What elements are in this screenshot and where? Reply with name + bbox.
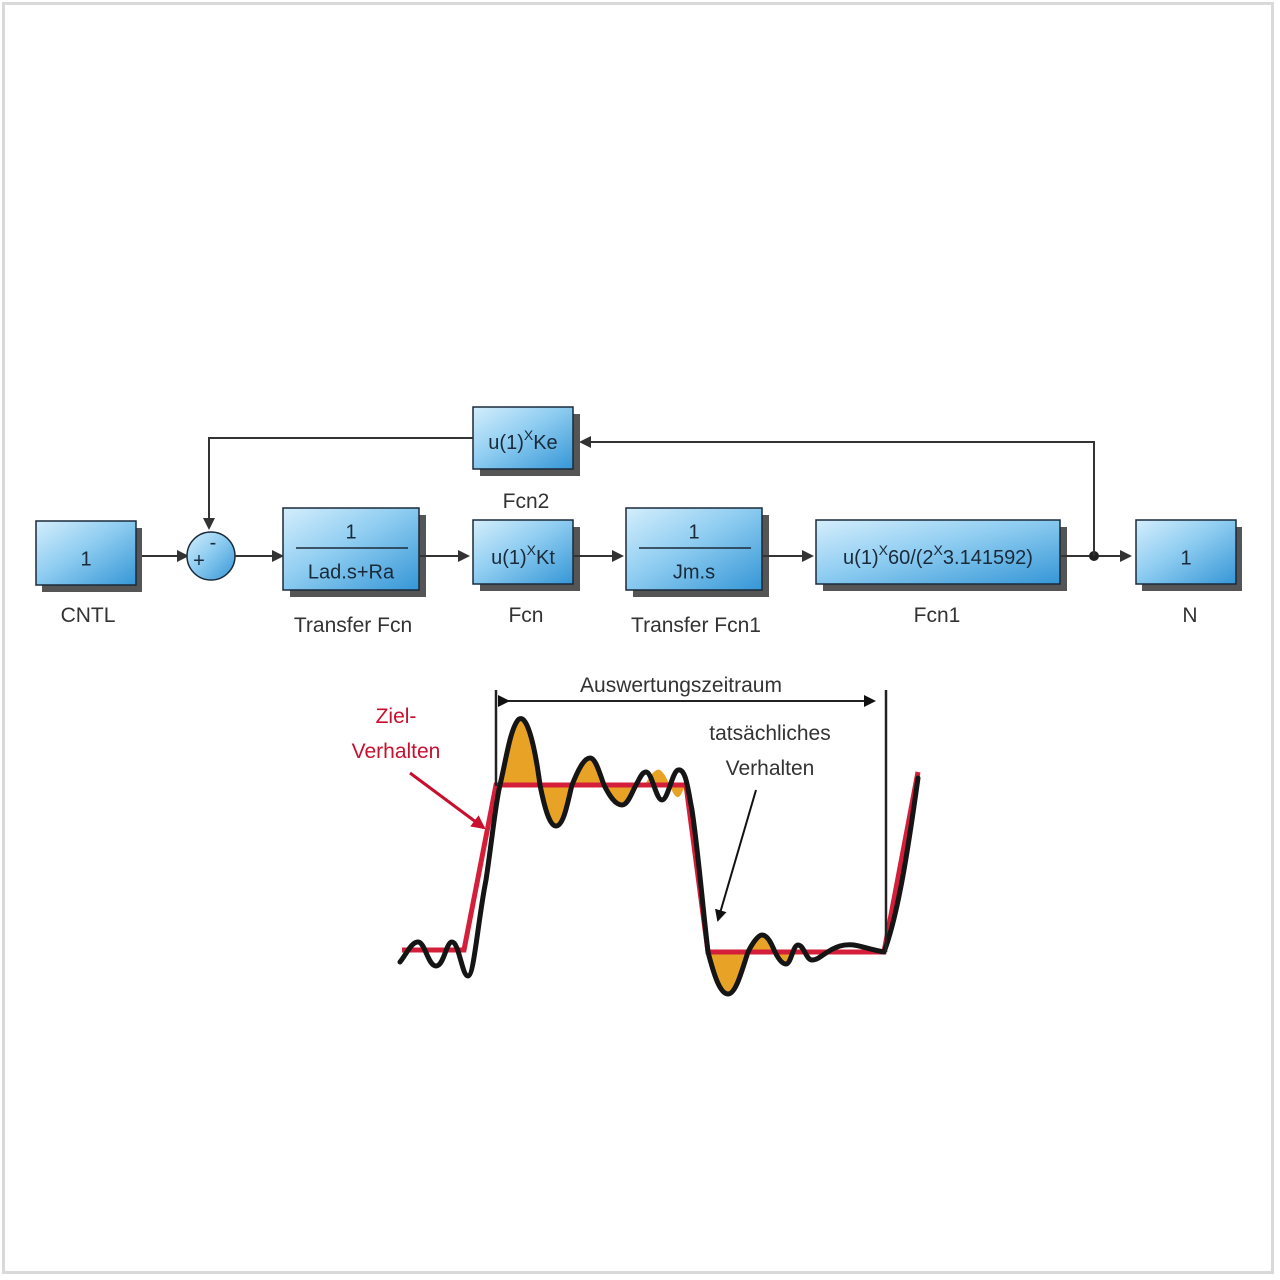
fcn2-block: u(1)XKe	[472, 406, 580, 476]
cntl-block: 1	[35, 520, 142, 592]
target-label-line1: Ziel-	[376, 705, 417, 728]
fcn2-label: Fcn2	[503, 490, 550, 513]
output-block: 1	[1135, 519, 1242, 591]
feedback-line	[579, 436, 1095, 556]
fcn1-label: Fcn1	[914, 604, 961, 627]
fcn-block: u(1)XKt	[472, 519, 580, 591]
actual-curve	[397, 716, 921, 997]
fcn-label: Fcn	[508, 604, 543, 627]
output-label: N	[1182, 604, 1197, 627]
transfer-fcn1-denominator: Jm.s	[673, 561, 715, 583]
transfer-fcn-numerator: 1	[345, 521, 356, 543]
target-pointer-arrow	[409, 771, 486, 830]
sum-minus-sign: -	[210, 532, 217, 554]
fcn1-expression: u(1)X60/(2X3.141592)	[843, 542, 1033, 570]
sum-plus-sign: +	[193, 550, 205, 572]
fcn-expression: u(1)XKt	[491, 542, 555, 570]
actual-label-line1: tatsächliches	[709, 722, 830, 745]
transfer-fcn-label: Transfer Fcn	[294, 614, 412, 637]
target-label-line2: Verhalten	[352, 740, 441, 763]
output-block-value: 1	[1180, 547, 1191, 569]
transfer-fcn-block: 1 Lad.s+Ra	[282, 507, 426, 597]
range-label: Auswertungszeitraum	[580, 674, 782, 697]
transfer-fcn1-numerator: 1	[688, 521, 699, 543]
fcn1-block: u(1)X60/(2X3.141592)	[815, 519, 1067, 591]
feedback-line	[203, 437, 473, 530]
cntl-block-value: 1	[80, 548, 91, 570]
fcn2-expression: u(1)XKe	[488, 427, 557, 455]
transfer-fcn1-label: Transfer Fcn1	[631, 614, 761, 637]
actual-label-line2: Verhalten	[726, 757, 815, 780]
sum-junction: + -	[186, 531, 236, 581]
cntl-label: CNTL	[61, 604, 116, 627]
transfer-fcn1-block: 1 Jm.s	[625, 507, 769, 597]
transfer-fcn-denominator: Lad.s+Ra	[308, 561, 395, 583]
actual-pointer-arrow	[715, 789, 757, 922]
